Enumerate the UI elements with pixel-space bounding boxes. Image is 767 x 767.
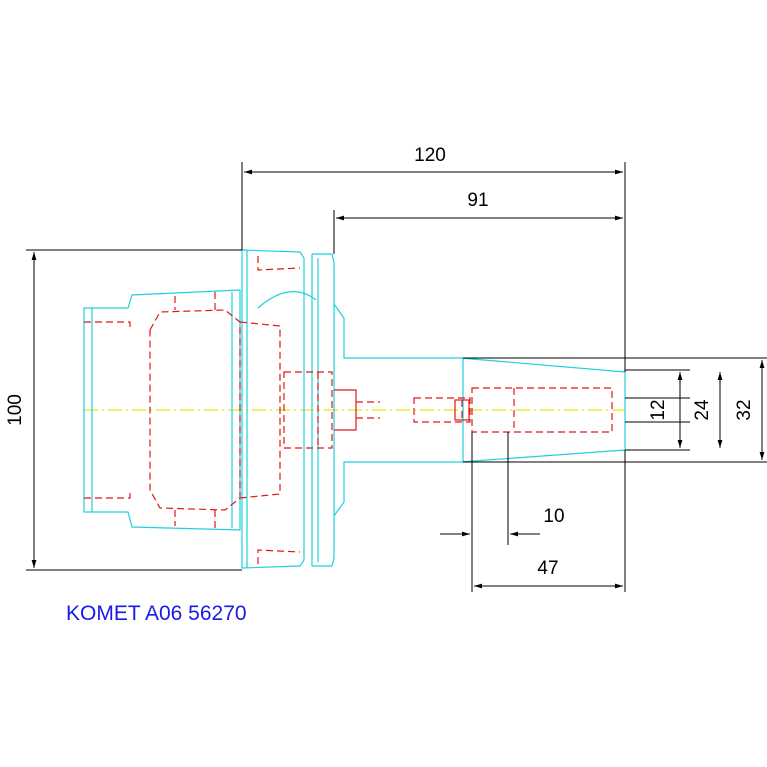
dim-text-120: 120	[414, 145, 446, 166]
dim-text-10: 10	[543, 506, 564, 527]
dim-text-47: 47	[537, 558, 558, 579]
dim-text-24: 24	[692, 399, 713, 421]
hidden-lines	[84, 256, 613, 564]
dim-text-12: 12	[648, 399, 669, 420]
dim-text-91: 91	[467, 190, 488, 211]
tool-outline	[83, 249, 626, 569]
dimension-lines	[26, 162, 767, 592]
dim-text-32: 32	[734, 399, 755, 420]
part-label: KOMET A06 56270	[66, 602, 247, 625]
dim-text-100: 100	[5, 394, 26, 426]
